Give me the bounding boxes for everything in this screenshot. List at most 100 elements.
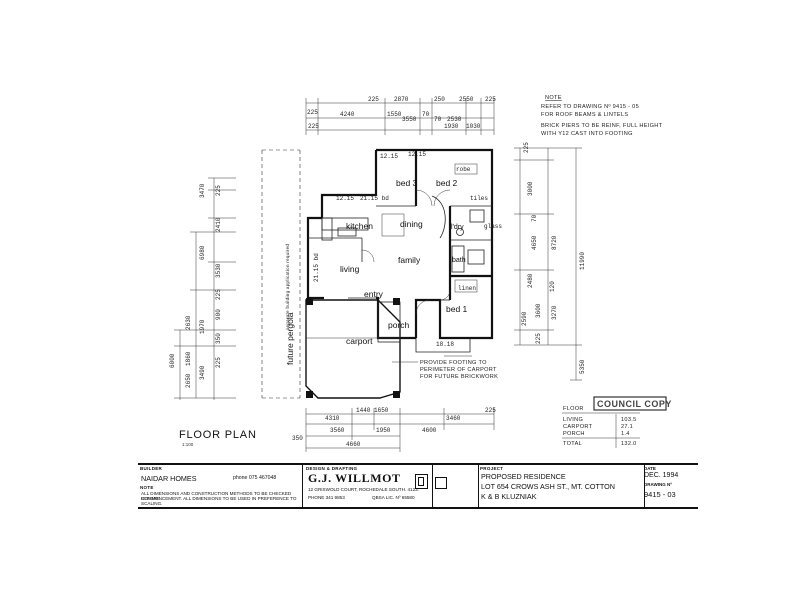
designer-name: G.J. WILLMOT	[308, 471, 401, 485]
dim-label: 225	[307, 109, 318, 116]
area-value: 27.1	[621, 424, 633, 430]
room-label-bath: bath	[452, 257, 466, 264]
dim-label: 70	[434, 116, 442, 123]
dim-label: 3560	[330, 427, 345, 434]
logo-mark	[418, 477, 424, 486]
pergola-note: separate building application required	[285, 244, 290, 330]
dim-label: 225	[368, 96, 379, 103]
dim-label: 225	[485, 407, 496, 414]
room-label-porch: porch	[388, 320, 410, 330]
dim-label: 2650	[185, 373, 192, 388]
area-name: CARPORT	[563, 424, 593, 430]
left-dimensions: 3470 225 2410 6980 3530 225 2630 1970 90…	[169, 177, 236, 400]
dim-label: 225	[523, 142, 530, 153]
dim-label: 1930	[444, 123, 459, 130]
dim-label: 225	[215, 289, 222, 300]
dim-label: 2410	[215, 217, 222, 232]
dim-label: 1860	[185, 351, 192, 366]
room-label-carport: carport	[346, 336, 373, 346]
annotation: 12.15	[380, 153, 398, 160]
builder-label: BUILDER	[140, 466, 163, 471]
room-label-kitchen: kitchen	[346, 221, 373, 231]
room-label-bed3: bed 3	[396, 178, 418, 188]
designer-licence: QBSA LIC. Nº 65580	[372, 495, 415, 500]
builder-cell: BUILDER NAIDAR HOMES phone 075 467048 NO…	[138, 465, 303, 507]
dim-label: 3550	[402, 116, 417, 123]
dim-label: 225	[215, 357, 222, 368]
room-labels: bed 3 bed 2 kitchen dining family living…	[340, 166, 476, 346]
top-dimensions: 225 2870 250 2550 225 4240 1550 70 3550 …	[305, 96, 496, 135]
project-line: K & B KLUZNIAK	[481, 492, 537, 501]
dim-label: 3530	[215, 263, 222, 278]
date-value: DEC. 1994	[644, 472, 679, 479]
dim-label: 225	[485, 96, 496, 103]
designer-phone: PHONE 341 9853	[308, 495, 345, 500]
title-block: BUILDER NAIDAR HOMES phone 075 467048 NO…	[138, 463, 662, 509]
project-line: PROPOSED RESIDENCE	[481, 472, 566, 481]
dim-label: 2530	[447, 116, 462, 123]
project-cell: PROJECT PROPOSED RESIDENCE LOT 654 CROWS…	[478, 465, 645, 507]
dim-label: 3460	[446, 415, 461, 422]
dim-label: 350	[292, 435, 303, 442]
project-label: PROJECT	[480, 466, 504, 471]
project-line: LOT 654 CROWS ASH ST., MT. COTTON	[481, 482, 615, 491]
room-label-family: family	[398, 255, 421, 265]
area-name: TOTAL	[563, 441, 582, 447]
annotation: 18.18	[436, 341, 454, 348]
pergola-label: future pergola	[285, 312, 295, 365]
dim-label: 250	[434, 96, 445, 103]
logo-cell	[432, 465, 479, 507]
designer-address: 12 GRISWOLD COURT, ROCHEDALE SOUTH. 4123…	[308, 487, 419, 492]
area-heading: FLOOR	[563, 406, 584, 412]
logo-icon	[415, 474, 428, 489]
area-name: PORCH	[563, 431, 585, 437]
area-value: 132.0	[621, 441, 637, 447]
dim-label: 350	[215, 333, 222, 344]
future-pergola: future pergola separate building applica…	[261, 149, 301, 399]
area-value: 103.5	[621, 417, 637, 423]
area-name: LIVING	[563, 417, 583, 423]
carport-outline	[305, 298, 472, 399]
dim-label: 225	[535, 333, 542, 344]
dim-label: 1950	[376, 427, 391, 434]
stamp-text: COUNCIL COPY	[597, 399, 672, 409]
note-line: BRICK PIERS TO BE REINF, FULL HEIGHT	[541, 123, 663, 129]
dim-label: 3270	[551, 305, 558, 320]
drawing-info-block: DATE DEC. 1994 DRAWING Nº 9415 - 03	[642, 463, 698, 509]
note-line: WITH Y12 CAST INTO FOOTING	[541, 131, 633, 137]
design-label: DESIGN & DRAFTING	[306, 466, 358, 471]
dim-label: 2550	[459, 96, 474, 103]
dim-label: 3470	[199, 183, 206, 198]
dim-label: 70	[531, 214, 538, 222]
note-line: FOR ROOF BEAMS & LINTELS	[541, 112, 628, 118]
dim-label: 3600	[535, 303, 542, 318]
bottom-dimensions: 4310 1440 1650 3460 225 3560 1950 4600 3…	[292, 407, 496, 452]
area-value: 1.4	[621, 431, 630, 437]
interior-annotations: 12.15 12.15 21.15 bd 21.15 bd 12.15 18.1…	[313, 151, 502, 348]
dim-label: 70	[422, 111, 430, 118]
dim-label: 1550	[387, 111, 402, 118]
room-label-bed1: bed 1	[446, 304, 468, 314]
dim-label: 2480	[527, 273, 534, 288]
annotation: 12.15	[336, 195, 354, 202]
footing-note-line: FOR FUTURE BRICKWORK	[420, 374, 498, 380]
dim-label: 1970	[199, 319, 206, 334]
footing-note-line: PROVIDE FOOTING TO	[420, 360, 487, 366]
council-copy-stamp: COUNCIL COPY	[593, 396, 672, 411]
walls	[306, 148, 494, 340]
room-label-bed2: bed 2	[436, 178, 458, 188]
footing-note-line: PERIMETER OF CARPORT	[420, 367, 497, 373]
annotation: glass	[484, 223, 502, 230]
dim-label: 5350	[579, 359, 586, 374]
builder-name: NAIDAR HOMES	[141, 474, 197, 483]
note-line: COMMENCEMENT. ALL DIMENSIONS TO BE USED …	[141, 496, 297, 507]
drawing-no-value: 9415 - 03	[644, 490, 676, 499]
footing-note: PROVIDE FOOTING TO PERIMETER OF CARPORT …	[392, 360, 498, 380]
dim-label: 4650	[531, 235, 538, 250]
right-dimensions: 225 3000 70 4650 8720 11990 2480 3270 36…	[514, 142, 586, 381]
room-label-linen: linen	[458, 285, 476, 292]
brand-logo-icon	[435, 477, 447, 489]
room-label-robe: robe	[456, 166, 471, 173]
